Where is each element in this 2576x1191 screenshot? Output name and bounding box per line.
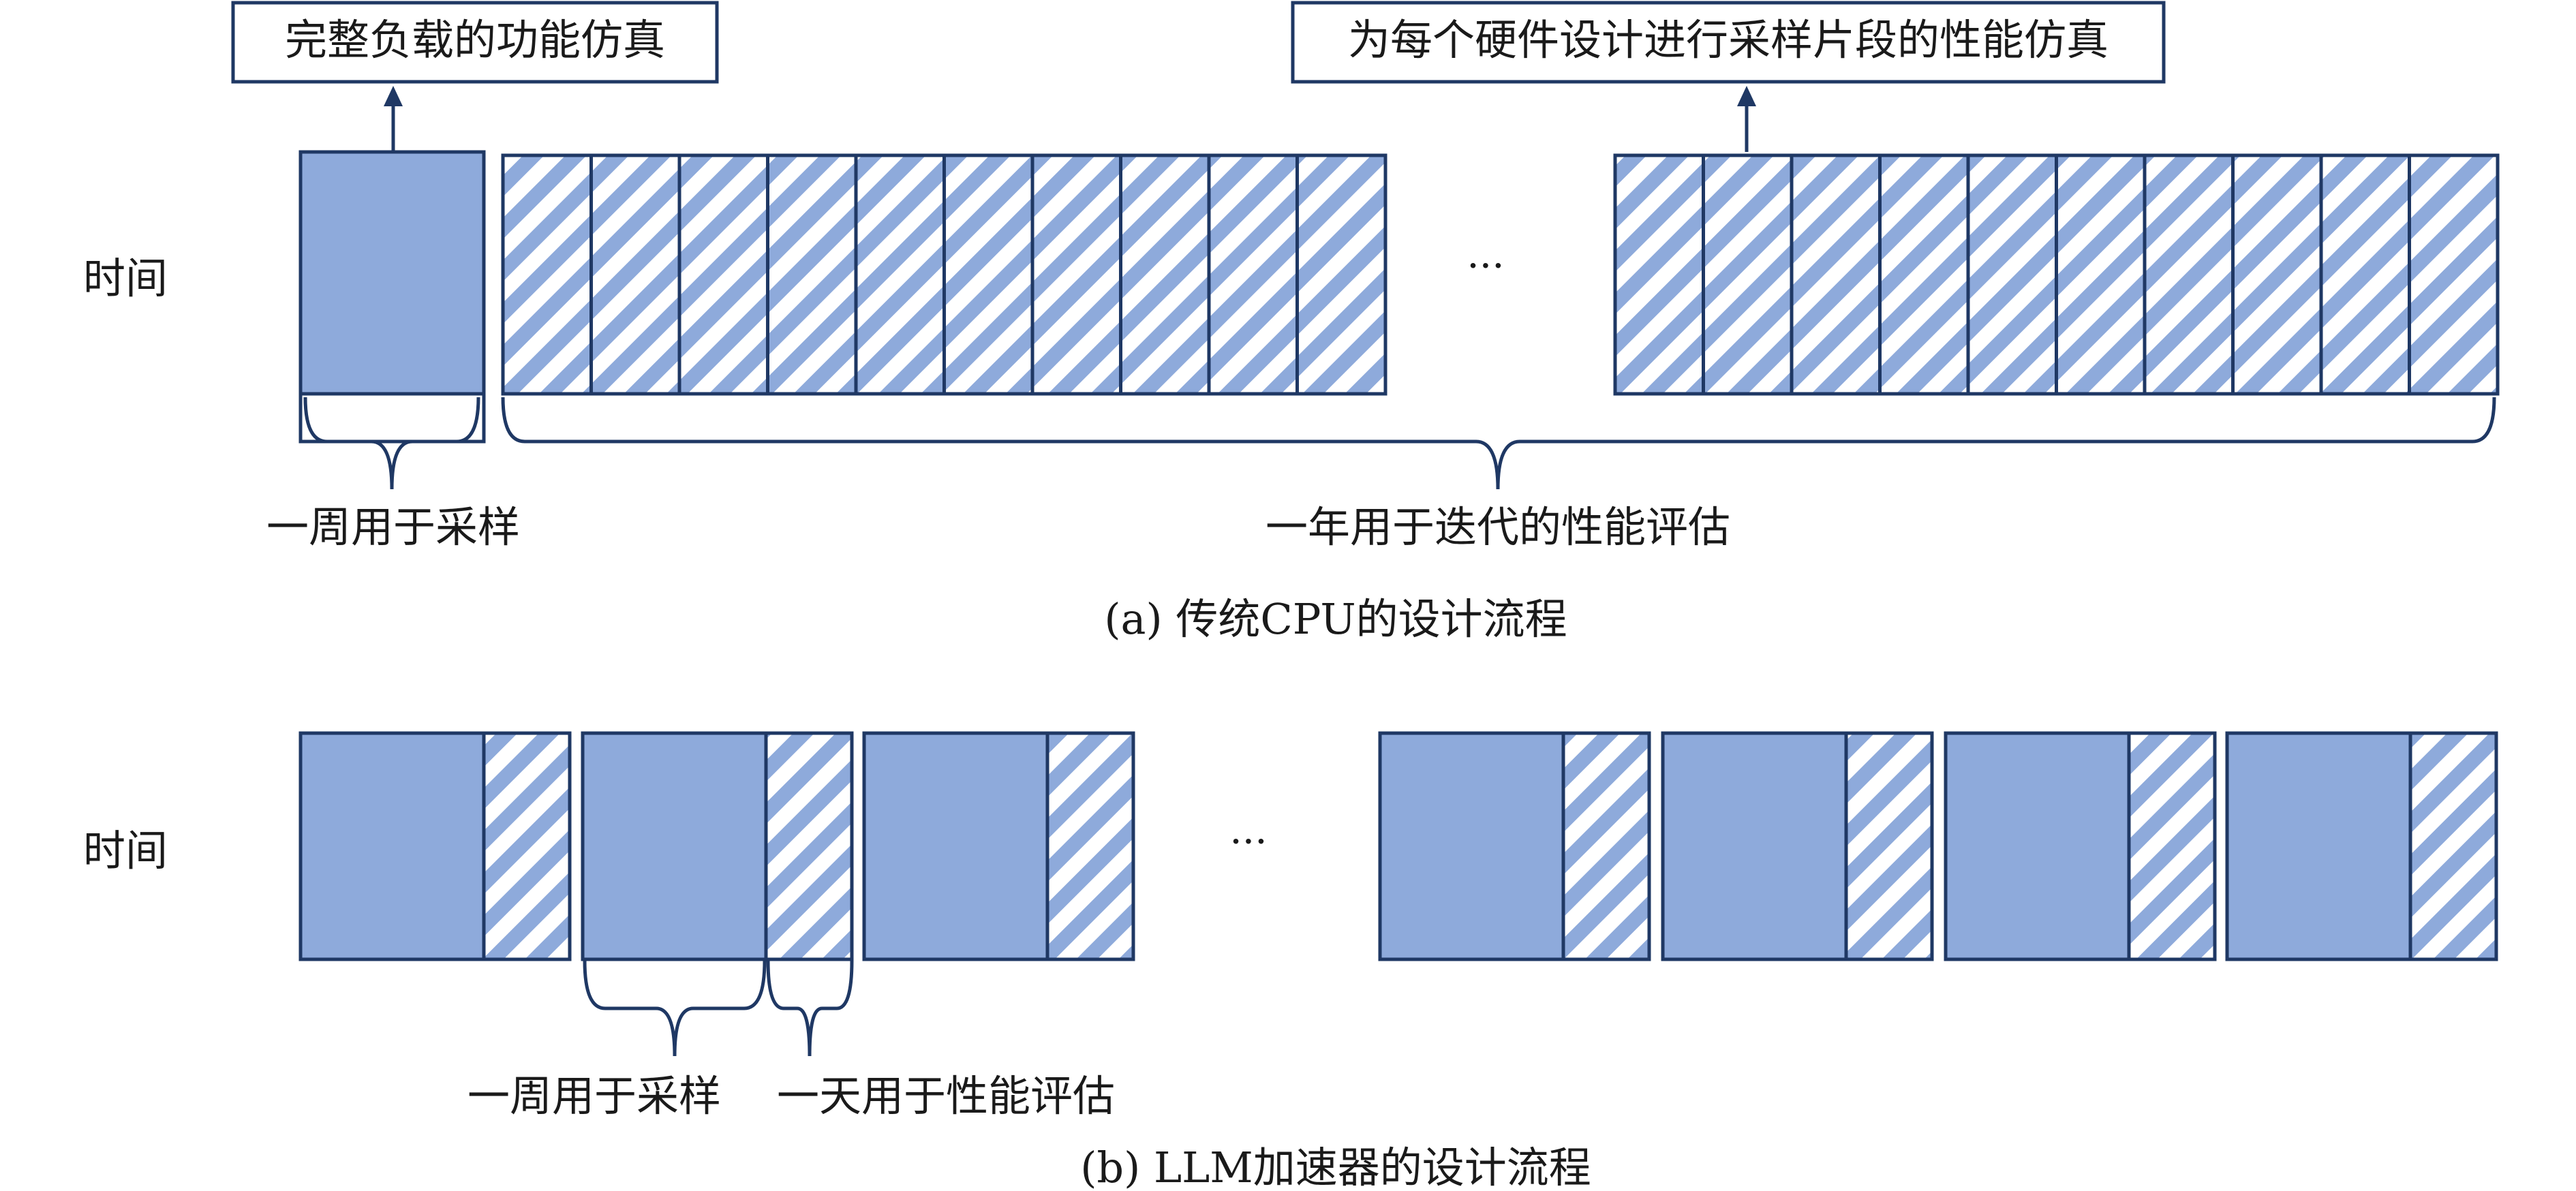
brace-left-a xyxy=(303,397,480,490)
ellipsis-b: ··· xyxy=(1229,818,1267,865)
brace-eval-b xyxy=(766,960,854,1057)
eval-cell xyxy=(1613,153,1705,396)
ellipsis-a: ··· xyxy=(1467,243,1504,289)
panel-a: 时间 完整负载的功能仿真 为每个硬件设计进行采样片段的性能仿真 ··· xyxy=(83,1,2500,644)
eval-block xyxy=(1844,731,1934,961)
arrow-right xyxy=(1737,86,1756,152)
eval-cell xyxy=(501,153,593,396)
sampling-block xyxy=(298,731,486,961)
arrow-left xyxy=(384,86,403,152)
callout-right-text: 为每个硬件设计进行采样片段的性能仿真 xyxy=(1348,15,2109,65)
eval-blocks-group-1 xyxy=(501,153,1387,396)
callout-right: 为每个硬件设计进行采样片段的性能仿真 xyxy=(1291,1,2166,84)
eval-cell xyxy=(2143,153,2235,396)
eval-cell xyxy=(2408,153,2500,396)
eval-cell xyxy=(1030,153,1122,396)
eval-block xyxy=(2127,731,2217,961)
caption-a: (a) 传统CPU的设计流程 xyxy=(1104,594,1567,644)
eval-block xyxy=(1045,731,1135,961)
eval-block xyxy=(2408,731,2498,961)
eval-cell xyxy=(677,153,769,396)
sampling-block xyxy=(581,731,768,961)
eval-cell xyxy=(942,153,1034,396)
brace-sampling-label-b: 一周用于采样 xyxy=(467,1071,721,1121)
eval-cell xyxy=(766,153,858,396)
eval-cell xyxy=(2319,153,2411,396)
eval-cell xyxy=(589,153,681,396)
sampling-block xyxy=(1944,731,2131,961)
eval-block xyxy=(1561,731,1651,961)
eval-cell xyxy=(1702,153,1794,396)
callout-left-text: 完整负载的功能仿真 xyxy=(285,15,665,65)
llm-blocks xyxy=(298,731,2498,961)
brace-left-label-a: 一周用于采样 xyxy=(266,502,520,552)
brace-eval-label-b: 一天用于性能评估 xyxy=(777,1071,1115,1121)
sampling-block xyxy=(862,731,1049,961)
eval-cell xyxy=(1295,153,1387,396)
eval-cell xyxy=(854,153,946,396)
sampling-block xyxy=(1378,731,1565,961)
eval-block xyxy=(482,731,572,961)
eval-cell xyxy=(1790,153,1882,396)
eval-cell xyxy=(2231,153,2323,396)
eval-cell xyxy=(1878,153,1970,396)
eval-cell xyxy=(1119,153,1211,396)
eval-cell xyxy=(1966,153,2058,396)
brace-right-label-a: 一年用于迭代的性能评估 xyxy=(1266,502,1730,552)
sampling-block-a xyxy=(298,150,486,444)
eval-blocks-group-2 xyxy=(1613,153,2500,396)
time-label-b: 时间 xyxy=(83,826,168,876)
eval-cell xyxy=(2055,153,2147,396)
eval-cell xyxy=(1207,153,1299,396)
sampling-block xyxy=(2225,731,2412,961)
time-label-a: 时间 xyxy=(83,253,168,303)
brace-sampling-b xyxy=(583,960,767,1057)
sampling-block xyxy=(1661,731,1848,961)
callout-left: 完整负载的功能仿真 xyxy=(231,1,719,84)
caption-b: (b) LLM加速器的设计流程 xyxy=(1080,1143,1591,1191)
brace-right-a xyxy=(501,397,2496,490)
eval-block xyxy=(764,731,854,961)
panel-b: 时间 ··· 一周用于采样 一天用于性能评估 (b) LLM加速器的设计流程 xyxy=(83,731,2498,1191)
